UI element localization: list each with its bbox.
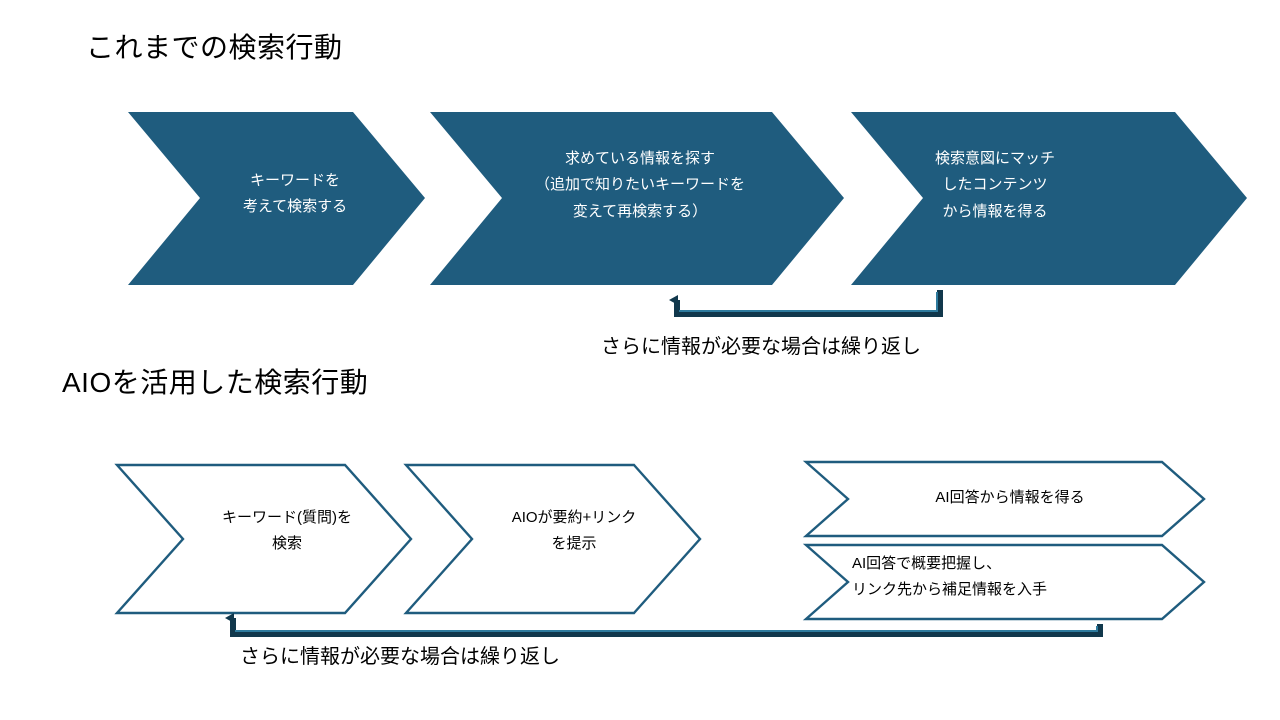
loop-back-arrow-bottom-group xyxy=(225,613,1103,637)
loop-caption-traditional: さらに情報が必要な場合は繰り返し xyxy=(601,336,921,358)
loop-back-arrow-bottom xyxy=(225,613,1103,637)
section-title-aio: AIOを活用した検索行動 xyxy=(62,367,369,398)
section-title-traditional: これまでの検索行動 xyxy=(86,32,343,63)
chevron-step-find-info[interactable] xyxy=(430,112,844,285)
loop-caption-aio: さらに情報が必要な場合は繰り返し xyxy=(240,646,560,668)
chevron-step-ai-answer[interactable] xyxy=(802,460,1206,538)
loop-back-arrow-bottom-highlight xyxy=(235,626,1098,632)
loop-back-arrow-top xyxy=(669,290,943,317)
flow-traditional-shapes xyxy=(128,112,1247,317)
chevron-step-aio-summary[interactable] xyxy=(403,463,702,615)
loop-back-arrow-top-highlight xyxy=(679,292,938,312)
chevron-step-ai-answer-links[interactable] xyxy=(802,543,1206,621)
chevron-step-keyword-question[interactable] xyxy=(114,463,413,615)
chevron-step-keyword[interactable] xyxy=(128,112,425,285)
flow-aio-shapes xyxy=(114,460,1206,621)
chevron-step-get-info[interactable] xyxy=(851,112,1247,285)
